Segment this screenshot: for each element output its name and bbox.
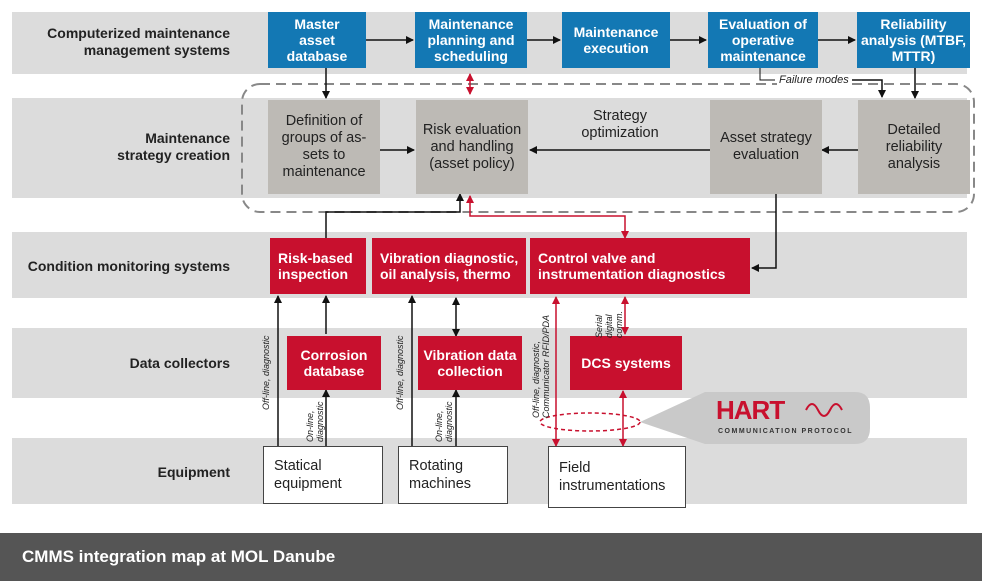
row-label-cmms: Computerized maintenance management syst… [47,25,230,58]
row-label-condition: Condition monitoring systems [27,258,230,274]
risk-evaluation-box: Risk evaluation and handling (asset poli… [416,100,528,194]
row-label-strategy: Maintenance strategy creation [117,130,230,163]
hart-logo: HART COMMUNICATION PROTOCOL [712,393,862,441]
evaluation-operative-box: Evaluation of operative maintenance [708,12,818,68]
reliability-analysis-box: Reliability analysis (MTBF, MTTR) [857,12,970,68]
detailed-reliability-box: Detailed reliability analysis [858,100,970,194]
definition-groups-box: Definition of groups of as- sets to main… [268,100,380,194]
online-diagnostic-label-2: On-line, diagnostic [434,401,454,442]
corrosion-database-box: Corrosion database [287,336,381,390]
asset-strategy-evaluation-box: Asset strategy evaluation [710,100,822,194]
maintenance-execution-box: Maintenance execution [562,12,670,68]
row-label-collectors: Data collectors [129,355,230,371]
hart-brand-text: HART [716,395,785,425]
hart-subtitle: COMMUNICATION PROTOCOL [718,428,854,435]
rotating-machines-box: Rotating machines [398,446,508,504]
failure-modes-label: Failure modes [777,74,851,86]
row-label-equipment: Equipment [157,464,230,480]
offline-communicator-label: Off-line, diagnostic, Communicator RFID/… [531,314,551,418]
online-diagnostic-label-1: On-line, diagnostic [305,401,325,442]
field-instrumentations-box: Field instrumentations [548,446,686,508]
serial-digital-comm-label: Serial digital comm. [594,311,624,338]
control-valve-box: Control valve and instrumentation diagno… [530,238,750,294]
statical-equipment-box: Statical equipment [263,446,383,504]
offline-diagnostic-label-1: Off-line, diagnostic [261,335,271,410]
master-asset-database-box: Master asset database [268,12,366,68]
vibration-diagnostic-box: Vibration diagnostic, oil analysis, ther… [372,238,526,294]
footer-caption: CMMS integration map at MOL Danube [0,533,982,581]
strategy-optimization-label: Strategy optimization [581,108,659,141]
maintenance-planning-box: Maintenance planning and scheduling [415,12,527,68]
offline-diagnostic-label-2: Off-line, diagnostic [395,335,405,410]
risk-based-inspection-box: Risk-based inspection [270,238,366,294]
dcs-systems-box: DCS systems [570,336,682,390]
vibration-data-collection-box: Vibration data collection [418,336,522,390]
